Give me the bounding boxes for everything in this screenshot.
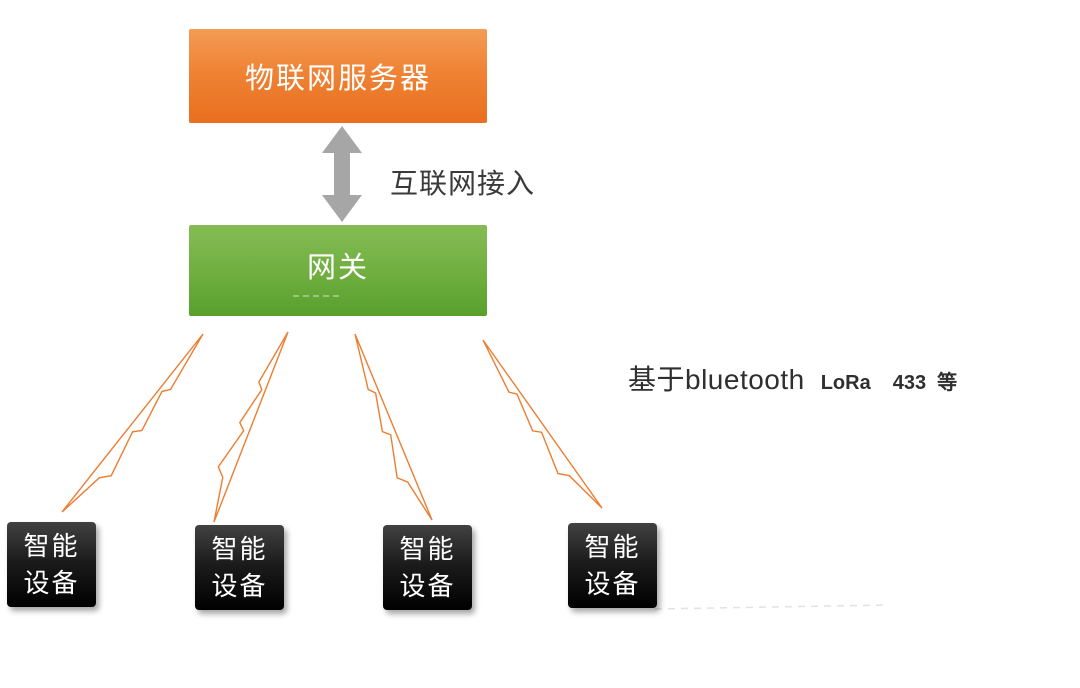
iot-server-label: 物联网服务器 [244, 63, 431, 95]
gateway-underline-dash [293, 295, 339, 297]
smart-device-node: 智能 设备 [568, 523, 657, 608]
device-label-line1: 智能 [211, 533, 268, 564]
iot-server-node: 物联网服务器 [189, 29, 487, 123]
protocol-freq-text: 433 [892, 372, 927, 394]
internet-access-label: 互联网接入 [390, 168, 536, 199]
protocol-lora-text: LoRa [820, 372, 871, 394]
smart-device-node: 智能 设备 [7, 522, 96, 607]
lightning-connector [354, 333, 433, 521]
device-label-line2: 设备 [23, 567, 80, 598]
gateway-label: 网关 [306, 252, 369, 284]
device-label-line2: 设备 [211, 570, 268, 601]
device-label-line1: 智能 [23, 530, 80, 561]
smart-device-node: 智能 设备 [383, 525, 472, 610]
smart-device-node: 智能 设备 [195, 525, 284, 610]
device-label-line2: 设备 [399, 570, 456, 601]
lightning-connector [482, 339, 603, 509]
protocol-base-text: 基于bluetooth [628, 364, 805, 395]
device-label-line1: 智能 [584, 531, 641, 562]
device-label-line1: 智能 [399, 533, 456, 564]
double-arrow-icon [322, 126, 362, 222]
protocol-note: 基于bluetooth LoRa 433 等 [628, 358, 957, 398]
device-label-line2: 设备 [584, 568, 641, 599]
lightning-connector [61, 333, 204, 513]
faint-dashed-line [654, 604, 889, 610]
lightning-connector [213, 331, 289, 523]
protocol-etc-text: 等 [937, 372, 958, 394]
gateway-node: 网关 [189, 225, 487, 316]
